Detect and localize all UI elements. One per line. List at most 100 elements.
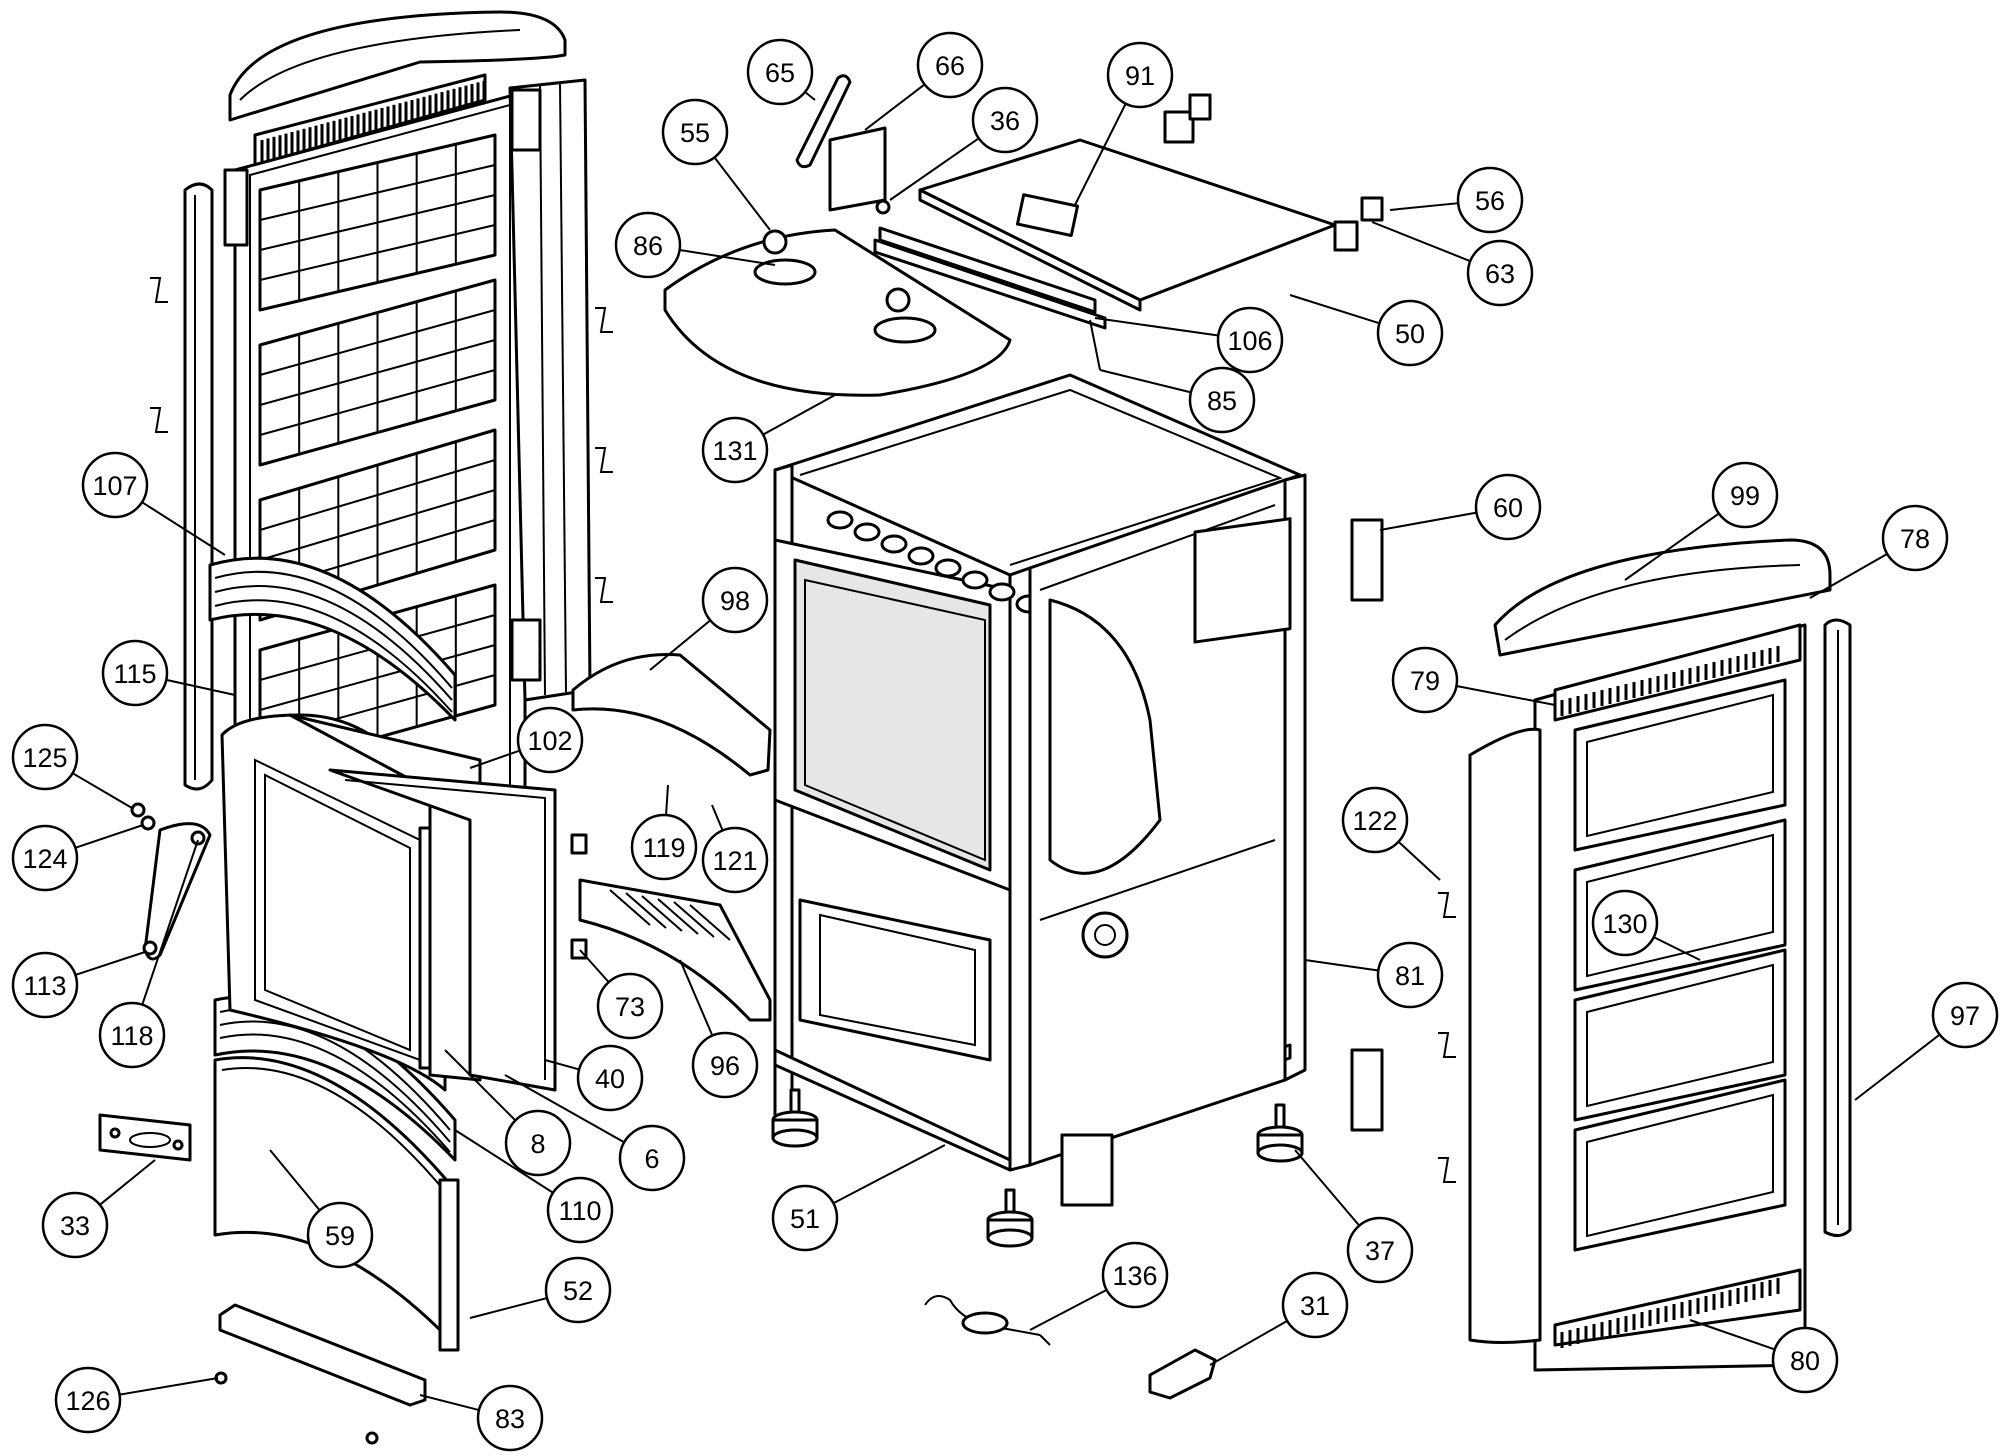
leader-line-136 xyxy=(1029,1288,1108,1331)
callout-31: 31 xyxy=(1281,1271,1349,1339)
callout-91: 91 xyxy=(1106,41,1174,109)
callout-label: 115 xyxy=(113,659,156,689)
leader-line-31 xyxy=(1209,1320,1288,1366)
callout-130: 130 xyxy=(1591,889,1659,957)
callout-98: 98 xyxy=(701,566,769,634)
callout-label: 125 xyxy=(22,743,67,773)
callout-33: 33 xyxy=(41,1191,109,1259)
callout-label: 37 xyxy=(1365,1236,1395,1266)
leader-line-78 xyxy=(1809,553,1888,599)
leader-line-51 xyxy=(832,1144,946,1205)
callout-label: 102 xyxy=(527,726,572,756)
loose-parts xyxy=(924,1295,1217,1400)
leader-line-52 xyxy=(469,1297,548,1319)
callout-label: 8 xyxy=(530,1129,545,1159)
leader-line-99 xyxy=(1624,512,1720,581)
leader-line-6 xyxy=(504,1074,625,1144)
callout-label: 91 xyxy=(1125,61,1155,91)
callout-label: 33 xyxy=(60,1211,90,1241)
callout-96: 96 xyxy=(691,1031,759,1099)
callout-label: 85 xyxy=(1207,386,1237,416)
leader-line-98 xyxy=(649,619,711,671)
leader-line-80 xyxy=(1689,1319,1776,1351)
callout-label: 60 xyxy=(1493,493,1523,523)
callout-99: 99 xyxy=(1711,461,1779,529)
leader-line-60 xyxy=(1379,511,1477,531)
callout-label: 56 xyxy=(1475,186,1505,216)
leader-line-122 xyxy=(1397,840,1441,881)
leader-line-33 xyxy=(99,1159,156,1206)
callout-label: 80 xyxy=(1790,1346,1820,1376)
leader-line-56 xyxy=(1389,202,1459,211)
callout-51: 51 xyxy=(771,1184,839,1252)
leader-line-102 xyxy=(469,749,521,769)
leader-line-115 xyxy=(166,678,236,696)
leader-line-106 xyxy=(1094,317,1219,337)
callout-83: 83 xyxy=(476,1384,544,1452)
callout-6: 6 xyxy=(618,1124,686,1192)
leader-line-83 xyxy=(419,1394,480,1412)
callout-59: 59 xyxy=(306,1201,374,1269)
leader-line-124 xyxy=(75,824,144,849)
leader-line-59 xyxy=(269,1149,321,1211)
deco-parts xyxy=(571,652,772,1022)
callout-113: 113 xyxy=(11,951,79,1019)
callout-52: 52 xyxy=(544,1256,612,1324)
stove-body xyxy=(570,319,1384,1248)
callout-63: 63 xyxy=(1466,239,1534,307)
callout-121: 121 xyxy=(701,826,769,894)
callout-label: 63 xyxy=(1485,259,1515,289)
callout-label: 51 xyxy=(790,1204,820,1234)
callout-50: 50 xyxy=(1376,299,1444,367)
callout-label: 121 xyxy=(712,846,757,876)
callout-119: 119 xyxy=(630,813,698,881)
callout-79: 79 xyxy=(1391,646,1459,714)
callout-102: 102 xyxy=(516,706,584,774)
callout-36: 36 xyxy=(971,86,1039,154)
callout-label: 107 xyxy=(92,471,137,501)
callout-65: 65 xyxy=(746,38,814,106)
callout-label: 40 xyxy=(595,1064,625,1094)
callout-label: 122 xyxy=(1352,806,1397,836)
door-assembly xyxy=(130,713,557,1092)
callout-label: 110 xyxy=(558,1196,601,1226)
upper-louvre xyxy=(208,556,457,722)
callout-label: 96 xyxy=(710,1051,740,1081)
leader-line-63 xyxy=(1371,221,1471,263)
callout-86: 86 xyxy=(614,211,682,279)
leader-line-113 xyxy=(75,951,146,976)
leader-line-119 xyxy=(665,784,669,816)
callout-131: 131 xyxy=(701,416,769,484)
callout-label: 36 xyxy=(990,106,1020,136)
leader-line-126 xyxy=(119,1377,219,1396)
leader-line-8 xyxy=(444,1049,517,1122)
callout-label: 55 xyxy=(680,118,710,148)
callout-85: 85 xyxy=(1188,366,1256,434)
callout-122: 122 xyxy=(1341,786,1409,854)
lower-front-panel xyxy=(98,1056,460,1445)
callout-136: 136 xyxy=(1101,1241,1169,1309)
callout-55: 55 xyxy=(661,98,729,166)
callout-81: 81 xyxy=(1376,941,1444,1009)
leader-line-96 xyxy=(679,959,714,1036)
callout-80: 80 xyxy=(1771,1326,1839,1394)
callout-label: 99 xyxy=(1730,481,1760,511)
callout-label: 31 xyxy=(1300,1291,1330,1321)
callout-66: 66 xyxy=(916,31,984,99)
leader-line-86 xyxy=(679,248,776,266)
leader-line-85 xyxy=(1099,369,1192,394)
leader-line-118 xyxy=(141,839,199,1006)
leader-line-97 xyxy=(1854,1033,1941,1101)
callout-110: 110 xyxy=(546,1176,614,1244)
callout-label: 83 xyxy=(495,1404,525,1434)
leader-line-65 xyxy=(804,91,816,101)
callout-label: 86 xyxy=(633,231,663,261)
callout-label: 98 xyxy=(720,586,750,616)
callout-label: 73 xyxy=(615,992,645,1022)
leader-line-37 xyxy=(1294,1149,1361,1227)
callout-label: 106 xyxy=(1227,326,1272,356)
callout-label: 97 xyxy=(1950,1001,1980,1031)
top-parts xyxy=(663,74,1384,397)
leader-line-110 xyxy=(454,1129,554,1194)
